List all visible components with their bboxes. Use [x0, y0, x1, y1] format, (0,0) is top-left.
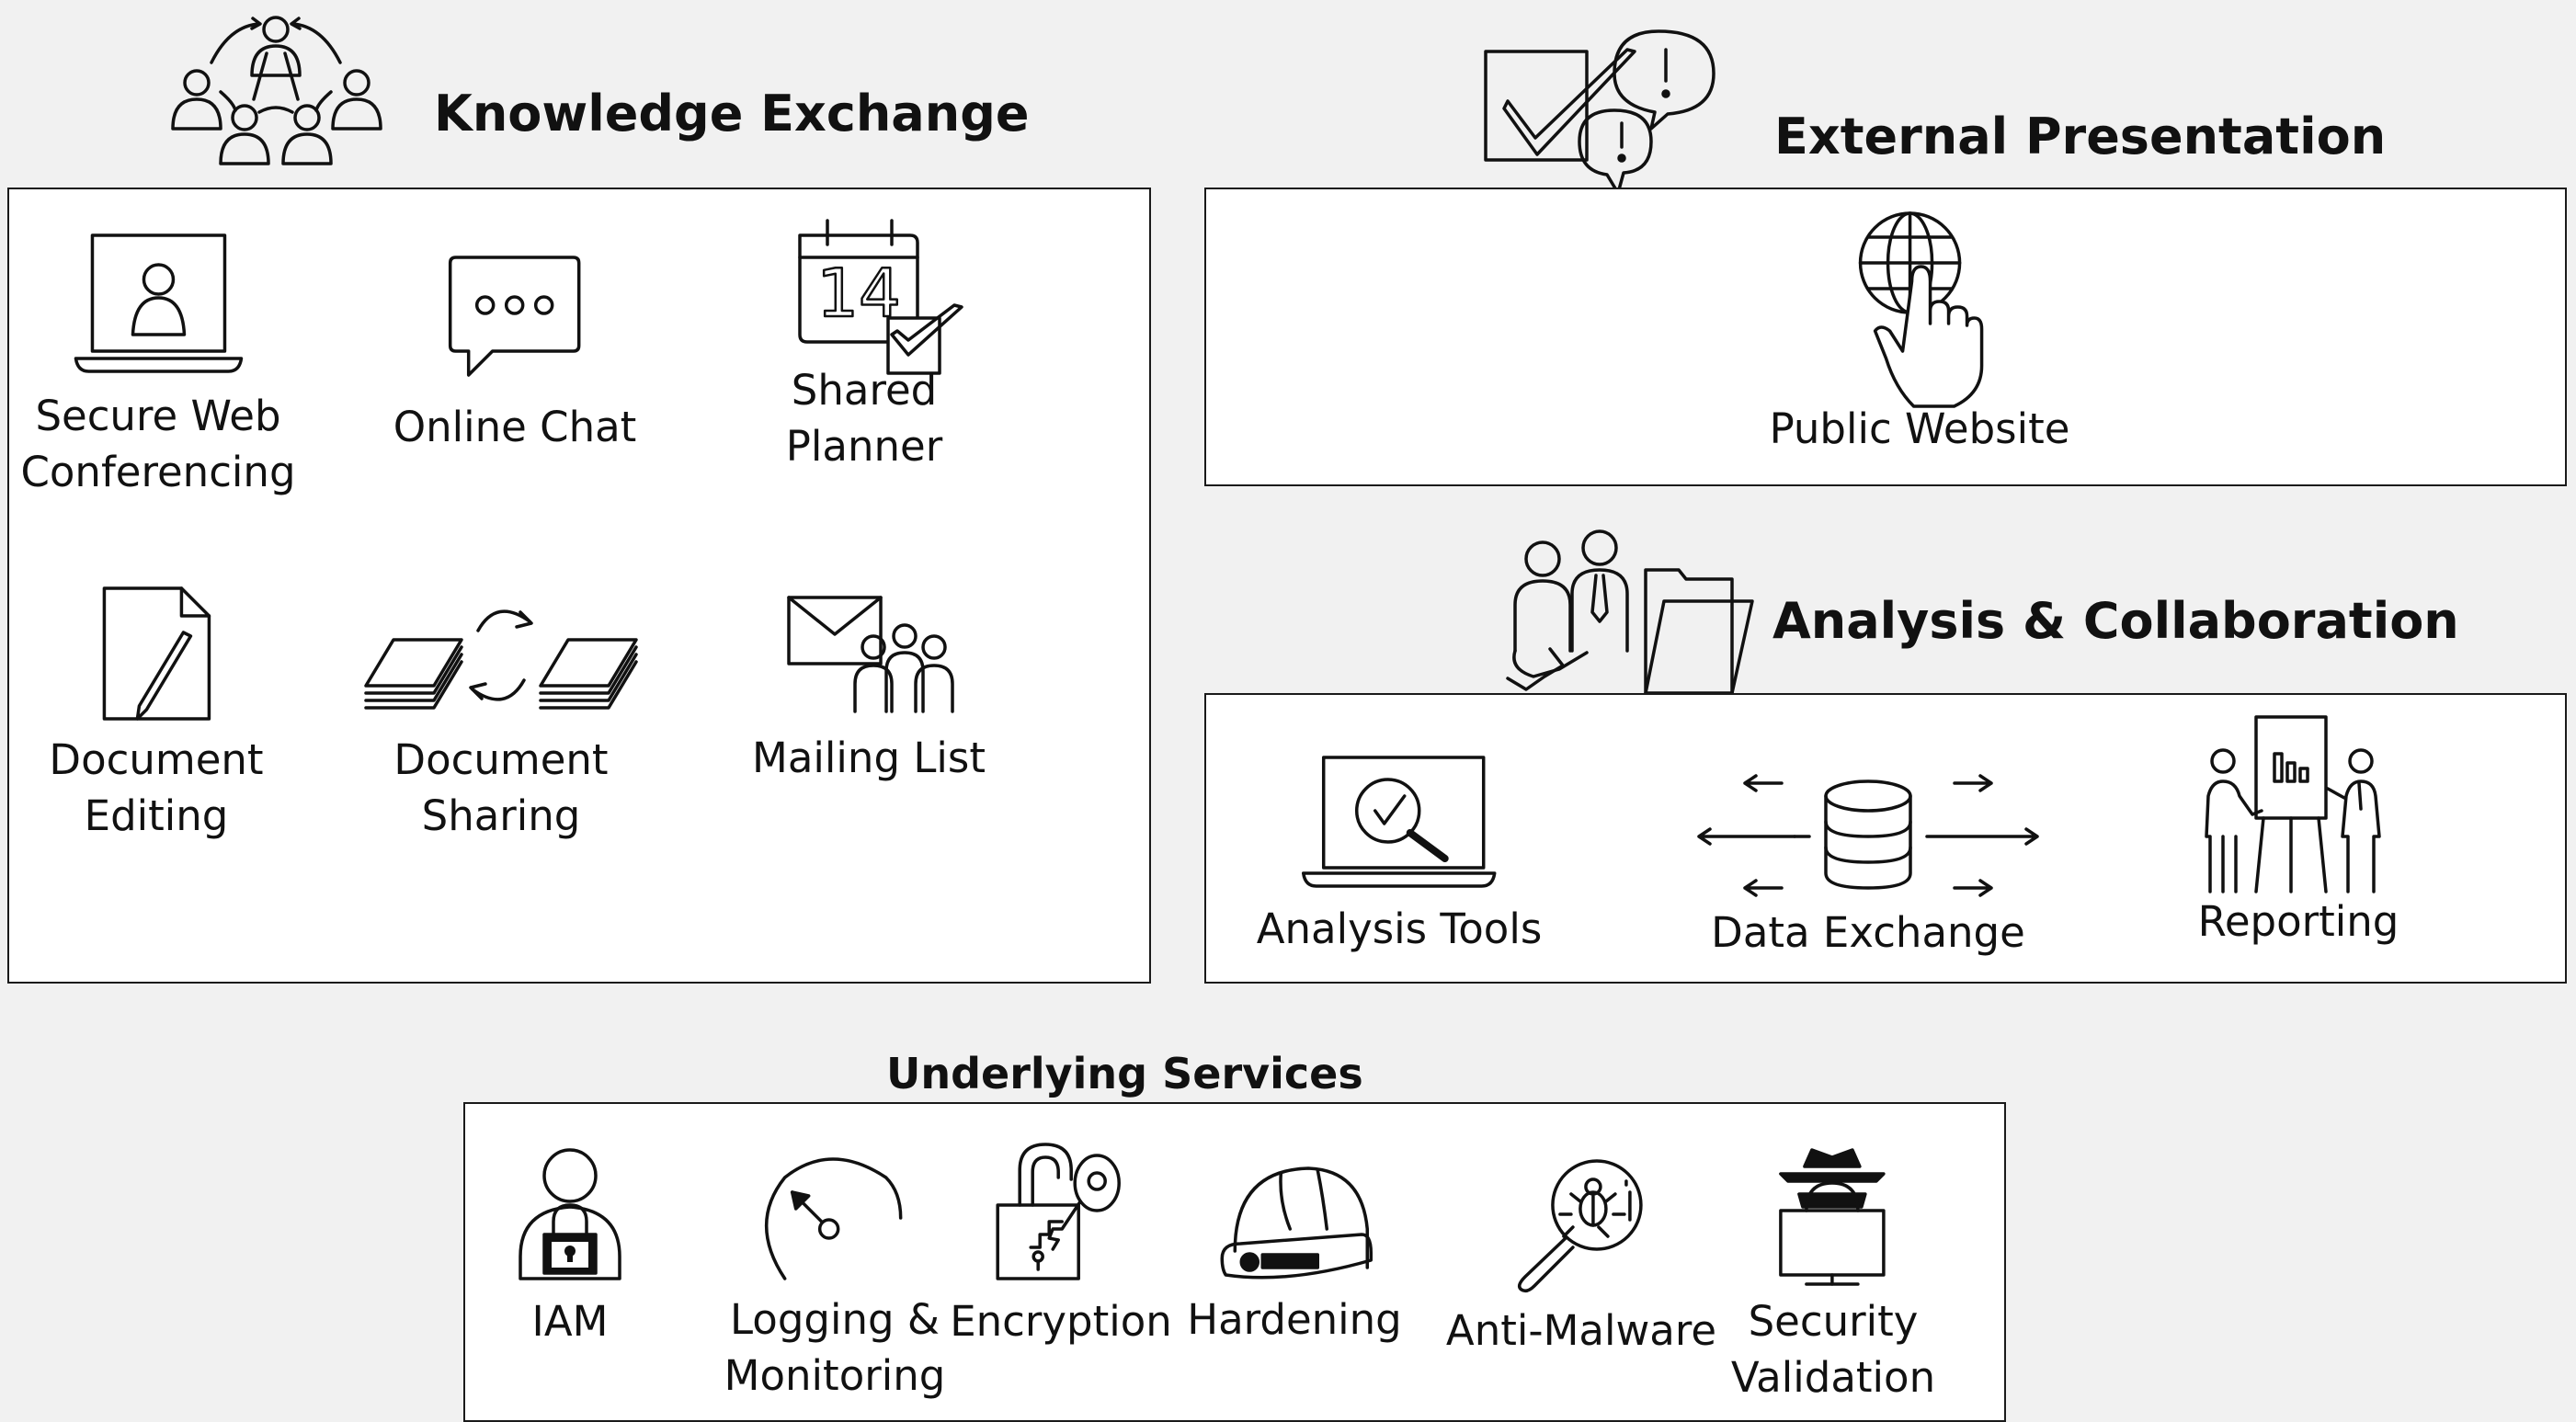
item-reporting[interactable]: Reporting — [2197, 713, 2399, 950]
checkbox-alerts-icon — [1480, 28, 1774, 197]
item-label: Secure Web Conferencing — [20, 392, 296, 496]
document-pen-icon — [102, 586, 211, 721]
document-sync-icon — [364, 609, 638, 710]
item-mailing-list[interactable]: Mailing List — [752, 592, 986, 786]
item-label: Hardening — [1187, 1295, 1402, 1344]
item-document-editing[interactable]: Document Editing — [49, 585, 264, 844]
item-secure-web-conferencing[interactable]: Secure Web Conferencing — [20, 232, 296, 500]
item-encryption[interactable]: Encryption — [950, 1141, 1172, 1349]
analysis-collaboration-panel: Analysis Tools Data Exchange Reporting — [1204, 693, 2567, 984]
section-title-external-presentation: External Presentation — [1774, 108, 2387, 165]
item-data-exchange[interactable]: Data Exchange — [1693, 774, 2043, 961]
database-arrows-icon — [1697, 774, 2039, 897]
chat-bubble-icon — [449, 256, 581, 377]
item-label: Logging & Monitoring — [724, 1295, 946, 1400]
calendar-check-icon: 14 — [798, 219, 963, 375]
globe-hand-icon — [1859, 211, 1984, 408]
hard-hat-icon — [1220, 1166, 1373, 1280]
item-label: Security Validation — [1730, 1297, 1936, 1402]
underlying-services-panel: IAM Logging & Monitoring Encryption — [463, 1102, 2006, 1422]
padlock-key-icon — [996, 1143, 1121, 1280]
item-logging-monitoring[interactable]: Logging & Monitoring — [724, 1154, 946, 1404]
item-label: IAM — [531, 1297, 609, 1346]
external-presentation-panel: Public Website — [1204, 188, 2567, 486]
item-label: Mailing List — [752, 734, 986, 782]
section-title-underlying-services: Underlying Services — [886, 1049, 1363, 1098]
handshake-folder-icon — [1499, 522, 1756, 710]
laptop-person-icon — [74, 233, 243, 373]
item-anti-malware[interactable]: Anti-Malware — [1446, 1155, 1716, 1359]
item-security-validation[interactable]: Security Validation — [1731, 1146, 1935, 1405]
item-public-website[interactable]: Public Website — [1769, 208, 2070, 457]
item-analysis-tools[interactable]: Analysis Tools — [1256, 754, 1543, 957]
item-document-sharing[interactable]: Document Sharing — [359, 585, 644, 844]
item-label: Public Website — [1769, 404, 2070, 453]
people-network-icon — [156, 9, 395, 188]
spy-computer-icon — [1779, 1148, 1886, 1286]
item-label: Shared Planner — [785, 366, 943, 471]
item-label: Analysis Tools — [1256, 904, 1543, 953]
item-iam[interactable]: IAM — [515, 1146, 625, 1349]
item-label: Online Chat — [393, 403, 637, 451]
laptop-magnifier-icon — [1302, 756, 1497, 888]
item-label: Document Editing — [49, 735, 264, 840]
item-label: Document Sharing — [393, 735, 609, 840]
item-label: Encryption — [950, 1297, 1172, 1346]
item-label: Reporting — [2197, 897, 2399, 946]
envelope-people-icon — [787, 596, 954, 713]
item-online-chat[interactable]: Online Chat — [393, 252, 637, 455]
item-hardening[interactable]: Hardening — [1187, 1163, 1402, 1348]
item-shared-planner[interactable]: 14 Shared Planner — [722, 217, 1007, 474]
item-label: Data Exchange — [1711, 908, 2025, 957]
section-title-analysis-collaboration: Analysis & Collaboration — [1772, 592, 2459, 650]
presentation-board-icon — [2205, 715, 2381, 893]
magnifier-bug-icon — [1518, 1159, 1643, 1293]
gauge-icon — [765, 1157, 903, 1280]
item-label: Anti-Malware — [1445, 1306, 1717, 1355]
knowledge-exchange-panel: Secure Web Conferencing Online Chat 14 S… — [7, 188, 1151, 984]
section-title-knowledge-exchange: Knowledge Exchange — [434, 85, 1030, 142]
person-lock-icon — [519, 1148, 621, 1280]
